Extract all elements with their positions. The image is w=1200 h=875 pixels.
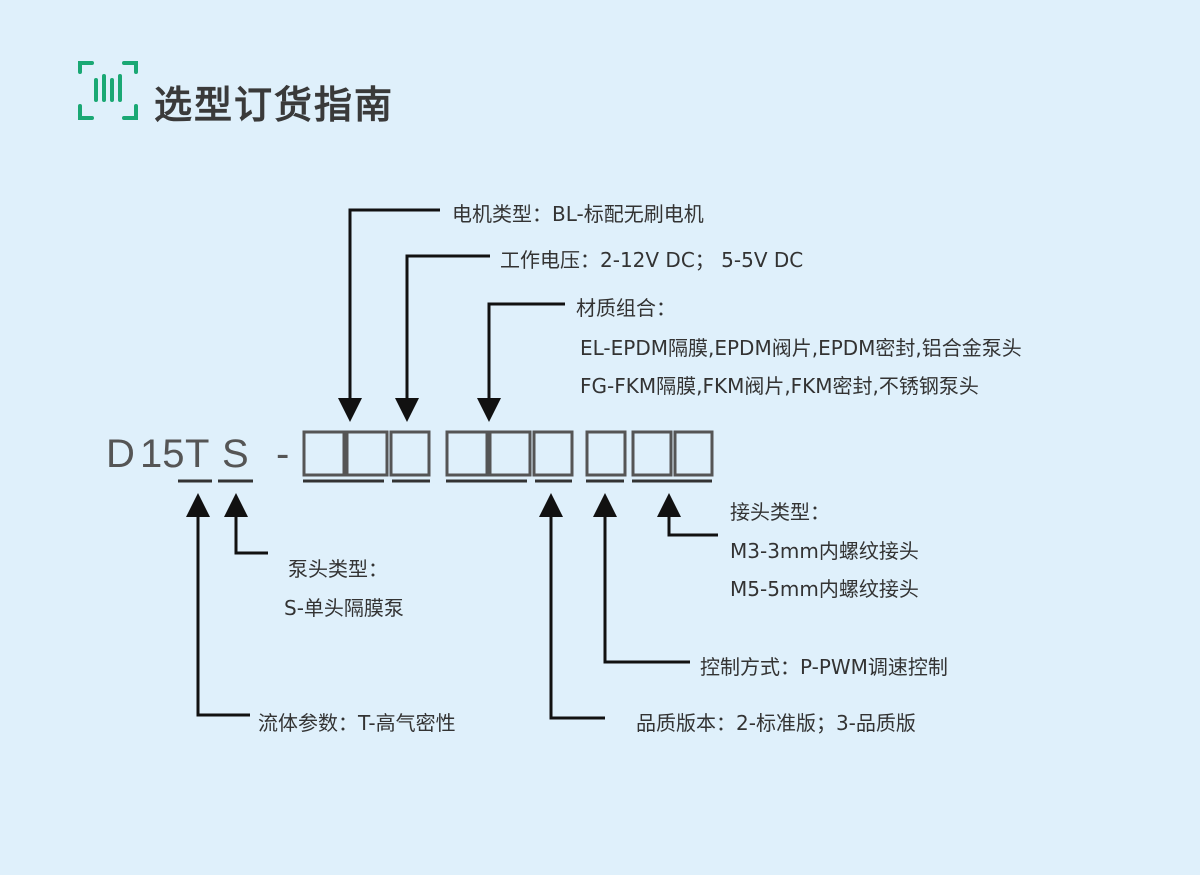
arrow-control xyxy=(593,493,690,664)
label-voltage: 工作电压：2-12V DC； 5-5V DC xyxy=(500,248,804,272)
code-dash: - xyxy=(276,432,290,476)
code-number: 15 xyxy=(140,432,185,476)
label-motor: 电机类型：BL-标配无刷电机 xyxy=(452,202,704,226)
arrow-motor xyxy=(338,208,440,422)
arrow-quality xyxy=(539,493,605,720)
label-connector-m5: M5-5mm内螺纹接头 xyxy=(730,577,919,601)
logo-icon xyxy=(78,61,138,120)
arrow-connector xyxy=(657,493,718,537)
label-quality: 品质版本：2-标准版；3-品质版 xyxy=(636,711,916,735)
label-material-el: EL-EPDM隔膜,EPDM阀片,EPDM密封,铝合金泵头 xyxy=(580,336,1022,360)
code-d: D xyxy=(106,432,135,476)
code-t: T xyxy=(185,432,210,476)
label-pump-s: S-单头隔膜泵 xyxy=(284,596,404,620)
label-material-fg: FG-FKM隔膜,FKM阀片,FKM密封,不锈钢泵头 xyxy=(580,374,979,398)
label-pump-title: 泵头类型： xyxy=(288,557,388,581)
arrow-voltage xyxy=(395,254,490,422)
label-fluid: 流体参数：T-高气密性 xyxy=(258,711,456,735)
label-material-title: 材质组合： xyxy=(576,296,676,320)
label-connector-m3: M3-3mm内螺纹接头 xyxy=(730,539,919,563)
arrow-material xyxy=(477,302,565,422)
page-title: 选型订货指南 xyxy=(154,83,395,127)
label-connector-title: 接头类型： xyxy=(730,500,830,524)
label-control: 控制方式：P-PWM调速控制 xyxy=(700,655,948,679)
code-boxes xyxy=(302,430,714,477)
arrow-fluid xyxy=(186,493,250,717)
code-s: S xyxy=(222,432,249,476)
arrow-pump xyxy=(224,493,268,555)
